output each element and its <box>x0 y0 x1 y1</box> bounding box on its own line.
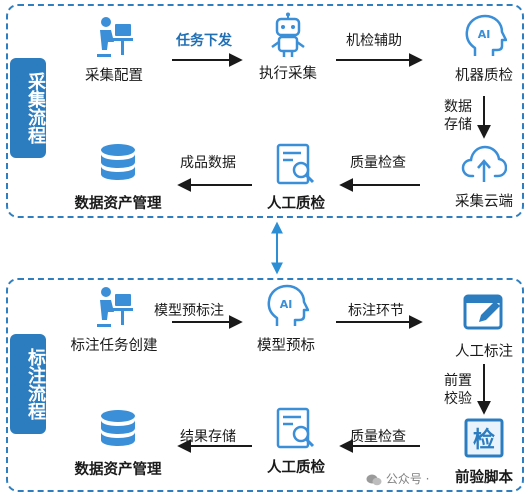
node-label: 数据资产管理 <box>74 196 162 212</box>
node-execute-collection: 执行采集 <box>228 12 348 83</box>
node-label: 人工质检 <box>267 196 325 212</box>
node-label: 数据资产管理 <box>74 462 162 478</box>
edge-label-assist: 机检辅助 <box>346 33 402 49</box>
edge-label-quality: 质量检查 <box>350 429 406 445</box>
node-label: 标注任务创建 <box>70 338 158 354</box>
collection-panel <box>6 4 524 218</box>
svg-text:AI: AI <box>280 298 293 311</box>
edge-label-model-prelabel: 模型预标注 <box>154 303 224 319</box>
edge-label-quality: 质量检查 <box>350 155 406 171</box>
node-data-asset-management: 数据资产管理 <box>58 408 178 479</box>
node-annotation-task-create: 标注任务创建 <box>54 284 174 355</box>
svg-text:检: 检 <box>473 427 495 453</box>
node-label: 采集配置 <box>85 68 143 84</box>
ai-head-icon: AI <box>465 14 507 56</box>
node-collection-config: 采集配置 <box>54 14 174 85</box>
person-at-desk-icon <box>97 17 133 57</box>
node-label: 模型预标 <box>257 338 315 354</box>
edit-window-icon <box>463 294 503 330</box>
person-at-desk-icon <box>97 287 133 327</box>
edge-label-store: 数据存储 <box>444 99 472 133</box>
node-model-prelabel: AI 模型预标 <box>226 284 346 355</box>
collection-section-title: 采集流程 <box>10 58 46 158</box>
node-label: 机器质检 <box>455 68 513 84</box>
watermark: 公众号 · <box>366 470 429 487</box>
node-pre-check-script: 检 前验脚本 <box>424 416 530 487</box>
node-label: 采集云端 <box>455 194 513 210</box>
node-label: 前验脚本 <box>455 470 513 486</box>
node-human-qc: 人工质检 <box>236 406 356 477</box>
document-search-icon <box>276 407 315 449</box>
node-machine-qc: AI 机器质检 <box>424 14 530 85</box>
edge-label-product: 成品数据 <box>180 155 236 171</box>
node-label: 执行采集 <box>259 66 317 82</box>
cloud-upload-icon <box>461 145 507 182</box>
node-human-qc: 人工质检 <box>236 142 356 213</box>
watermark-text: 公众号 · <box>385 472 430 486</box>
document-search-icon <box>276 143 315 185</box>
edge-label-annotation-stage: 标注环节 <box>348 303 404 319</box>
robot-icon <box>271 12 305 57</box>
node-data-asset-management: 数据资产管理 <box>58 142 178 213</box>
database-icon <box>101 144 135 180</box>
svg-text:AI: AI <box>478 28 491 41</box>
ai-head-icon: AI <box>267 284 309 326</box>
database-icon <box>101 410 135 446</box>
node-collection-cloud: 采集云端 <box>424 140 530 211</box>
check-character-icon: 检 <box>464 418 504 458</box>
annotation-panel <box>6 278 524 492</box>
node-manual-annotation: 人工标注 <box>424 290 530 361</box>
edge-label-dispatch: 任务下发 <box>176 33 232 49</box>
node-label: 人工质检 <box>267 460 325 476</box>
wechat-icon <box>366 474 382 485</box>
node-label: 人工标注 <box>455 344 513 360</box>
annotation-section-title: 标注流程 <box>10 334 46 434</box>
edge-label-pre-check: 前置校验 <box>444 373 472 407</box>
edge-label-store-result: 结果存储 <box>180 429 236 445</box>
